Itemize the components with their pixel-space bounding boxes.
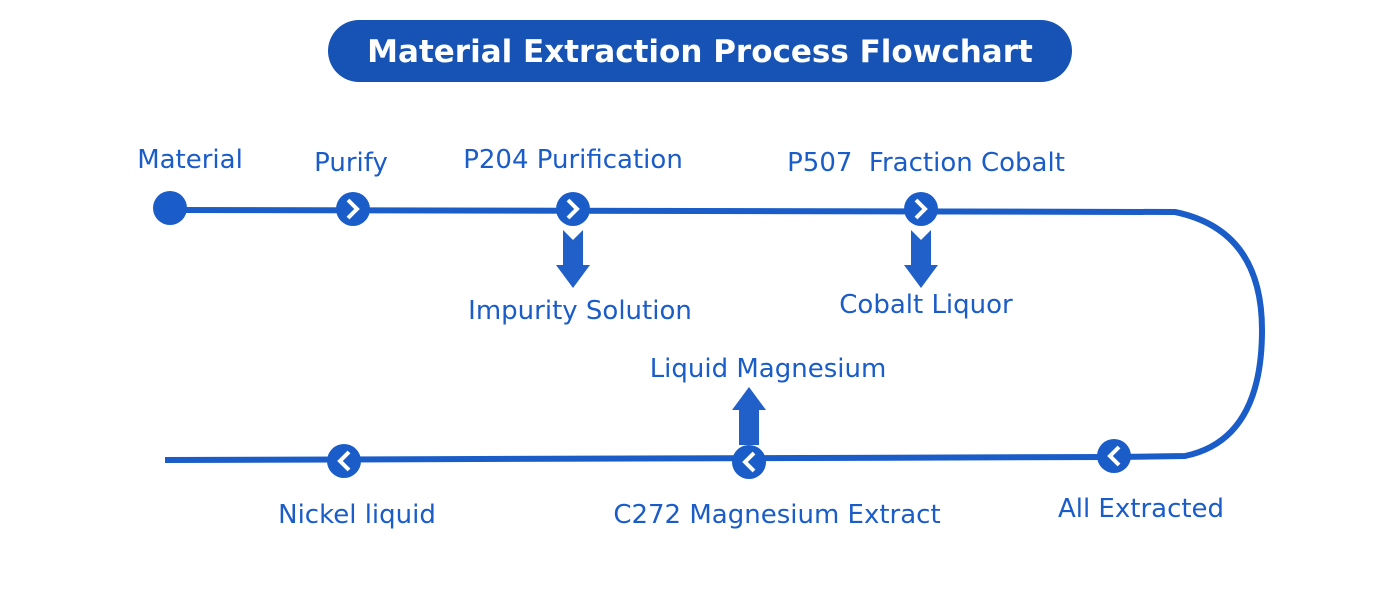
- node-c272: [732, 445, 766, 479]
- node-p507: [904, 192, 938, 226]
- chevron-left-icon: [327, 444, 361, 478]
- chevron-left-icon: [1097, 439, 1131, 473]
- label-nickel-liquid: Nickel liquid: [278, 500, 436, 530]
- node-purify: [336, 192, 370, 226]
- label-impurity-solution: Impurity Solution: [468, 296, 692, 326]
- label-c272: C272 Magnesium Extract: [613, 500, 940, 530]
- label-liquid-magnesium: Liquid Magnesium: [650, 354, 887, 384]
- label-cobalt-liquor: Cobalt Liquor: [839, 290, 1013, 320]
- process-line: [164, 207, 1266, 463]
- chevron-right-icon: [556, 192, 590, 226]
- label-purify: Purify: [314, 148, 388, 178]
- node-nickel: [327, 444, 361, 478]
- chevron-right-icon: [904, 192, 938, 226]
- label-p204: P204 Purification: [463, 145, 683, 175]
- title: Material Extraction Process Flowchart: [367, 34, 1033, 70]
- arrow-down-icon: [556, 230, 590, 288]
- chevron-left-icon: [732, 445, 766, 479]
- label-all-extracted: All Extracted: [1058, 494, 1224, 524]
- title-banner: [328, 20, 1072, 82]
- label-p507: P507 Fraction Cobalt: [787, 148, 1065, 178]
- label-material: Material: [137, 145, 243, 175]
- arrow-down-icon: [904, 230, 938, 288]
- chevron-right-icon: [336, 192, 370, 226]
- start-node: [153, 191, 187, 225]
- node-p204: [556, 192, 590, 226]
- node-all-extracted: [1097, 439, 1131, 473]
- arrow-up-icon: [732, 387, 766, 445]
